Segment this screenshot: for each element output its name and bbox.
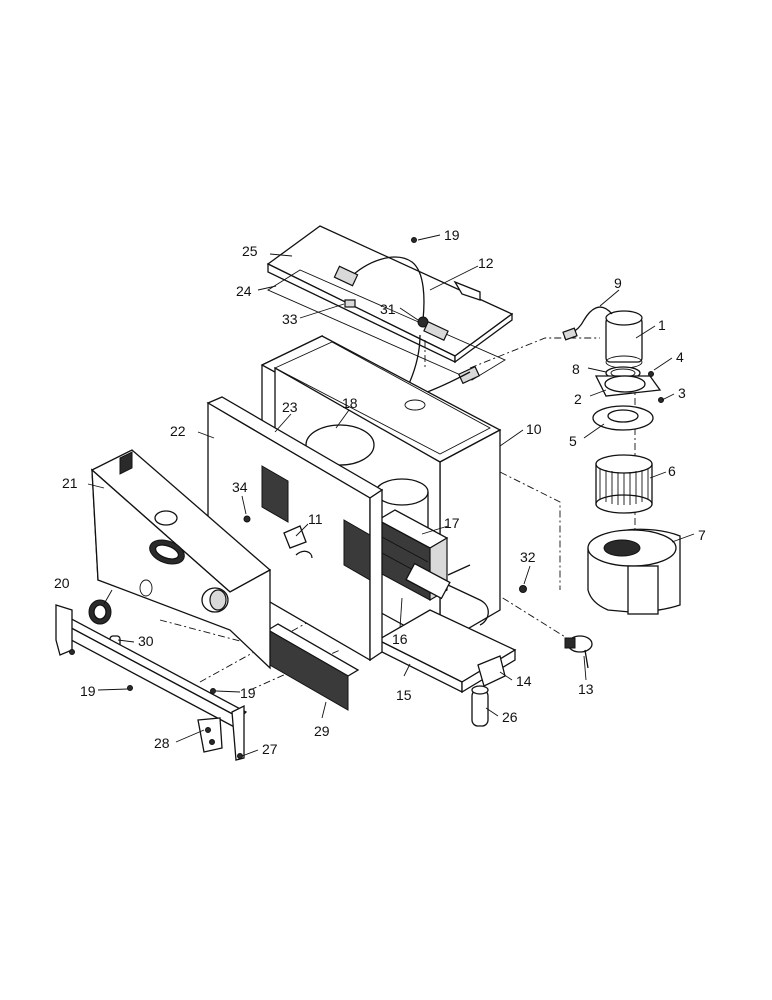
callout-26: 26 <box>502 709 518 725</box>
top-cover-plate <box>266 225 514 364</box>
callout-2: 2 <box>574 391 582 407</box>
callout-22: 22 <box>170 423 186 439</box>
callout-18: 18 <box>342 395 358 411</box>
callout-27: 27 <box>262 741 278 757</box>
callout-15: 15 <box>396 687 412 703</box>
callout-12: 12 <box>478 255 494 271</box>
heater-valve <box>405 562 489 626</box>
grille <box>266 623 360 711</box>
callout-9: 9 <box>614 275 622 291</box>
wiring-harness <box>333 256 481 341</box>
drain-fitting <box>471 655 506 727</box>
blower-wheel <box>595 454 653 514</box>
fasteners-19 <box>127 237 417 694</box>
callout-11: 11 <box>308 511 323 527</box>
callout-7: 7 <box>698 527 706 543</box>
callout-17: 17 <box>444 515 460 531</box>
callout-1: 1 <box>658 317 666 333</box>
control-switch <box>564 635 593 669</box>
callout-28: 28 <box>154 735 170 751</box>
callout-6: 6 <box>668 463 676 479</box>
callout-13: 13 <box>578 681 594 697</box>
inlet-ring <box>592 405 654 431</box>
motor-mount <box>594 371 664 403</box>
callout-5: 5 <box>569 433 577 449</box>
leader-lines <box>87 234 695 757</box>
callout-29: 29 <box>314 723 330 739</box>
callout-23: 23 <box>282 399 298 415</box>
callout-8: 8 <box>572 361 580 377</box>
callout-19-left: 19 <box>80 683 96 699</box>
cover-ring <box>88 599 112 625</box>
callout-19-mid: 19 <box>240 685 256 701</box>
callout-20: 20 <box>54 575 70 591</box>
callout-31: 31 <box>380 301 396 317</box>
callout-19-top: 19 <box>444 227 460 243</box>
cover-gasket <box>267 269 506 381</box>
callout-24: 24 <box>236 283 252 299</box>
callout-34: 34 <box>232 479 248 495</box>
callout-16: 16 <box>392 631 408 647</box>
callout-10: 10 <box>526 421 542 437</box>
callout-14: 14 <box>516 673 532 689</box>
blower-housing <box>587 528 681 615</box>
callout-25: 25 <box>242 243 258 259</box>
callout-33: 33 <box>282 311 298 327</box>
fastener-32 <box>519 585 527 593</box>
outer-cover <box>90 449 272 670</box>
callout-30: 30 <box>138 633 154 649</box>
callout-4: 4 <box>676 349 684 365</box>
fastener-27 <box>237 753 243 759</box>
fastener-34 <box>243 515 251 523</box>
callout-21: 21 <box>62 475 78 491</box>
callout-3: 3 <box>678 385 686 401</box>
callout-32: 32 <box>520 549 536 565</box>
mounting-rail <box>55 604 248 761</box>
callout-labels: 1 2 3 4 5 6 7 8 9 10 11 12 13 14 15 16 1… <box>54 227 706 757</box>
blower-motor <box>562 306 643 369</box>
